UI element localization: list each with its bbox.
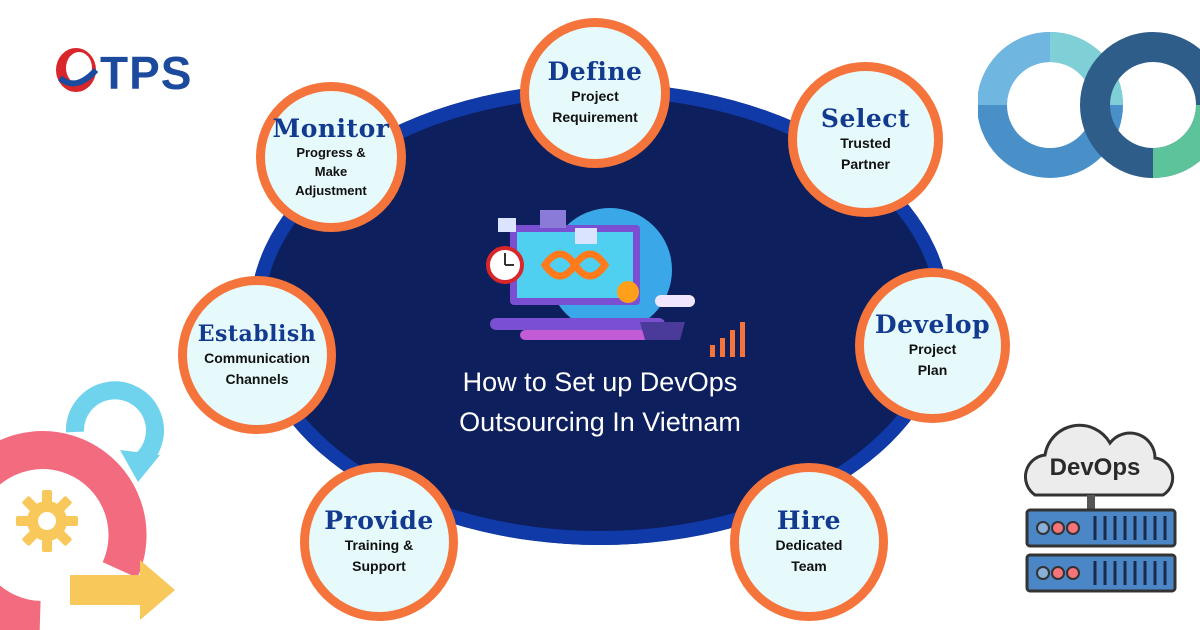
step-establish: Establish Communication Channels [178, 276, 336, 434]
devops-illustration-icon [486, 208, 745, 357]
step-heading: Hire [776, 506, 842, 535]
step-subtitle: Project Requirement [552, 88, 638, 125]
step-heading: Establish [197, 321, 317, 347]
server-cloud-icon [1024, 423, 1177, 593]
logo-text: TPS [100, 47, 193, 99]
step-heading: Develop [874, 309, 991, 339]
step-heading: Provide [324, 506, 434, 535]
step-define: Define Project Requirement [520, 18, 670, 168]
step-heading: Monitor [272, 113, 390, 143]
infinity-loop-icon [978, 32, 1200, 178]
step-subtitle: Dedicated Team [775, 537, 843, 574]
devops-label: DevOps [1049, 454, 1141, 481]
step-hire: Hire Dedicated Team [730, 463, 888, 621]
step-select: Select Trusted Partner [788, 62, 943, 217]
step-heading: Define [547, 57, 643, 86]
step-subtitle: Progress & Make Adjustment [295, 144, 367, 198]
step-subtitle: Communication Channels [204, 350, 310, 387]
diagram-title: How to Set up DevOps Outsourcing In Viet… [459, 367, 741, 437]
step-provide: Provide Training & Support [300, 463, 458, 621]
step-subtitle: Training & Support [344, 537, 414, 574]
tps-logo-icon [56, 48, 99, 92]
step-subtitle: Trusted Partner [840, 134, 891, 172]
step-develop: Develop Project Plan [855, 268, 1010, 423]
gear-icon [16, 490, 78, 552]
step-monitor: Monitor Progress & Make Adjustment [256, 82, 406, 232]
step-heading: Select [820, 103, 911, 133]
step-subtitle: Project Plan [908, 340, 957, 378]
cycle-arrow-icon [0, 381, 175, 630]
